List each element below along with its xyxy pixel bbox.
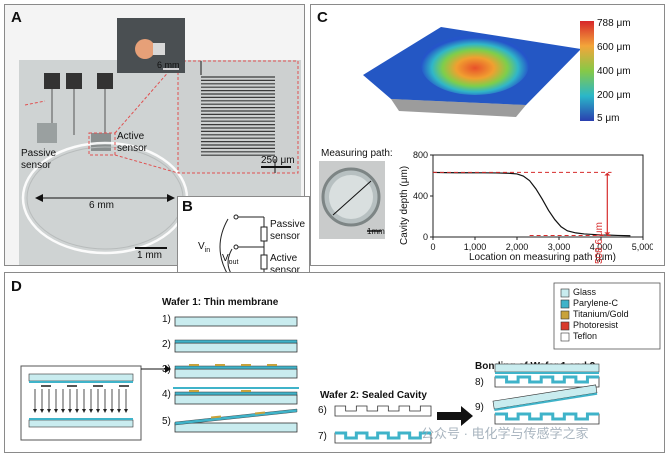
x-tick-label: 2,000 <box>506 242 529 252</box>
x-tick-label: 5,000 <box>632 242 653 252</box>
passive-sensor-label-1: Passive <box>21 148 56 159</box>
colorbar-tick-600: 600 μm <box>597 42 631 53</box>
vin-label: Vin <box>198 241 210 254</box>
colorbar-tick-5: 5 μm <box>597 113 619 124</box>
panel-c-label: C <box>317 9 328 26</box>
zoom-scale-label: 250 μm <box>261 155 295 166</box>
legend-swatch <box>561 311 569 319</box>
legend-swatch <box>561 333 569 341</box>
x-tick-label: 3,000 <box>548 242 571 252</box>
color-scale-bar <box>580 21 594 121</box>
legend-label: Titanium/Gold <box>573 309 629 319</box>
circuit-passive-label-2: sensor <box>270 231 300 242</box>
inset-scale-label: 6 mm <box>157 60 180 70</box>
colorbar-tick-400: 400 μm <box>597 66 631 77</box>
legend-label: Glass <box>573 287 596 297</box>
panel-d: D Wafer 1: Thin membrane Wafer 2: Sealed… <box>4 272 665 453</box>
legend-swatch <box>561 300 569 308</box>
active-sensor-label-2: sensor <box>117 143 147 154</box>
y-tick-label: 0 <box>423 232 428 242</box>
x-tick-label: 0 <box>430 242 435 252</box>
y-tick-label: 800 <box>413 150 428 160</box>
surface-3d-render <box>351 13 591 123</box>
watermark: 公众号 · 电化学与传感学之家 <box>421 423 589 442</box>
colorbar-tick-200: 200 μm <box>597 90 631 101</box>
y-axis-label: Cavity depth (μm) <box>399 166 410 245</box>
passive-sensor-label-2: sensor <box>21 160 51 171</box>
vout-label: Vout <box>222 253 238 266</box>
panel-c: C 788 μm 600 μm 400 μm <box>310 4 665 266</box>
diameter-label: 6 mm <box>89 200 114 211</box>
y-tick-label: 400 <box>413 191 428 201</box>
legend-swatch <box>561 289 569 297</box>
photo-scale-label: 1mm <box>367 227 385 236</box>
active-sensor-label-1: Active <box>117 131 144 142</box>
colorbar-tick-788: 788 μm <box>597 18 631 29</box>
legend-label: Teflon <box>573 331 597 341</box>
chart-frame <box>433 155 643 237</box>
legend-swatch <box>561 322 569 330</box>
circuit-passive-label-1: Passive <box>270 219 305 230</box>
measuring-path-label: Measuring path: <box>321 148 393 159</box>
arrow-head-top <box>604 173 610 176</box>
x-tick-label: 1,000 <box>464 242 487 252</box>
legend-label: Photoresist <box>573 320 618 330</box>
legend-label: Parylene-C <box>573 298 618 308</box>
depth-annotation: 508.6 μm <box>594 222 605 264</box>
circuit-active-label-1: Active <box>270 253 297 264</box>
main-scale-label: 1 mm <box>137 250 162 261</box>
